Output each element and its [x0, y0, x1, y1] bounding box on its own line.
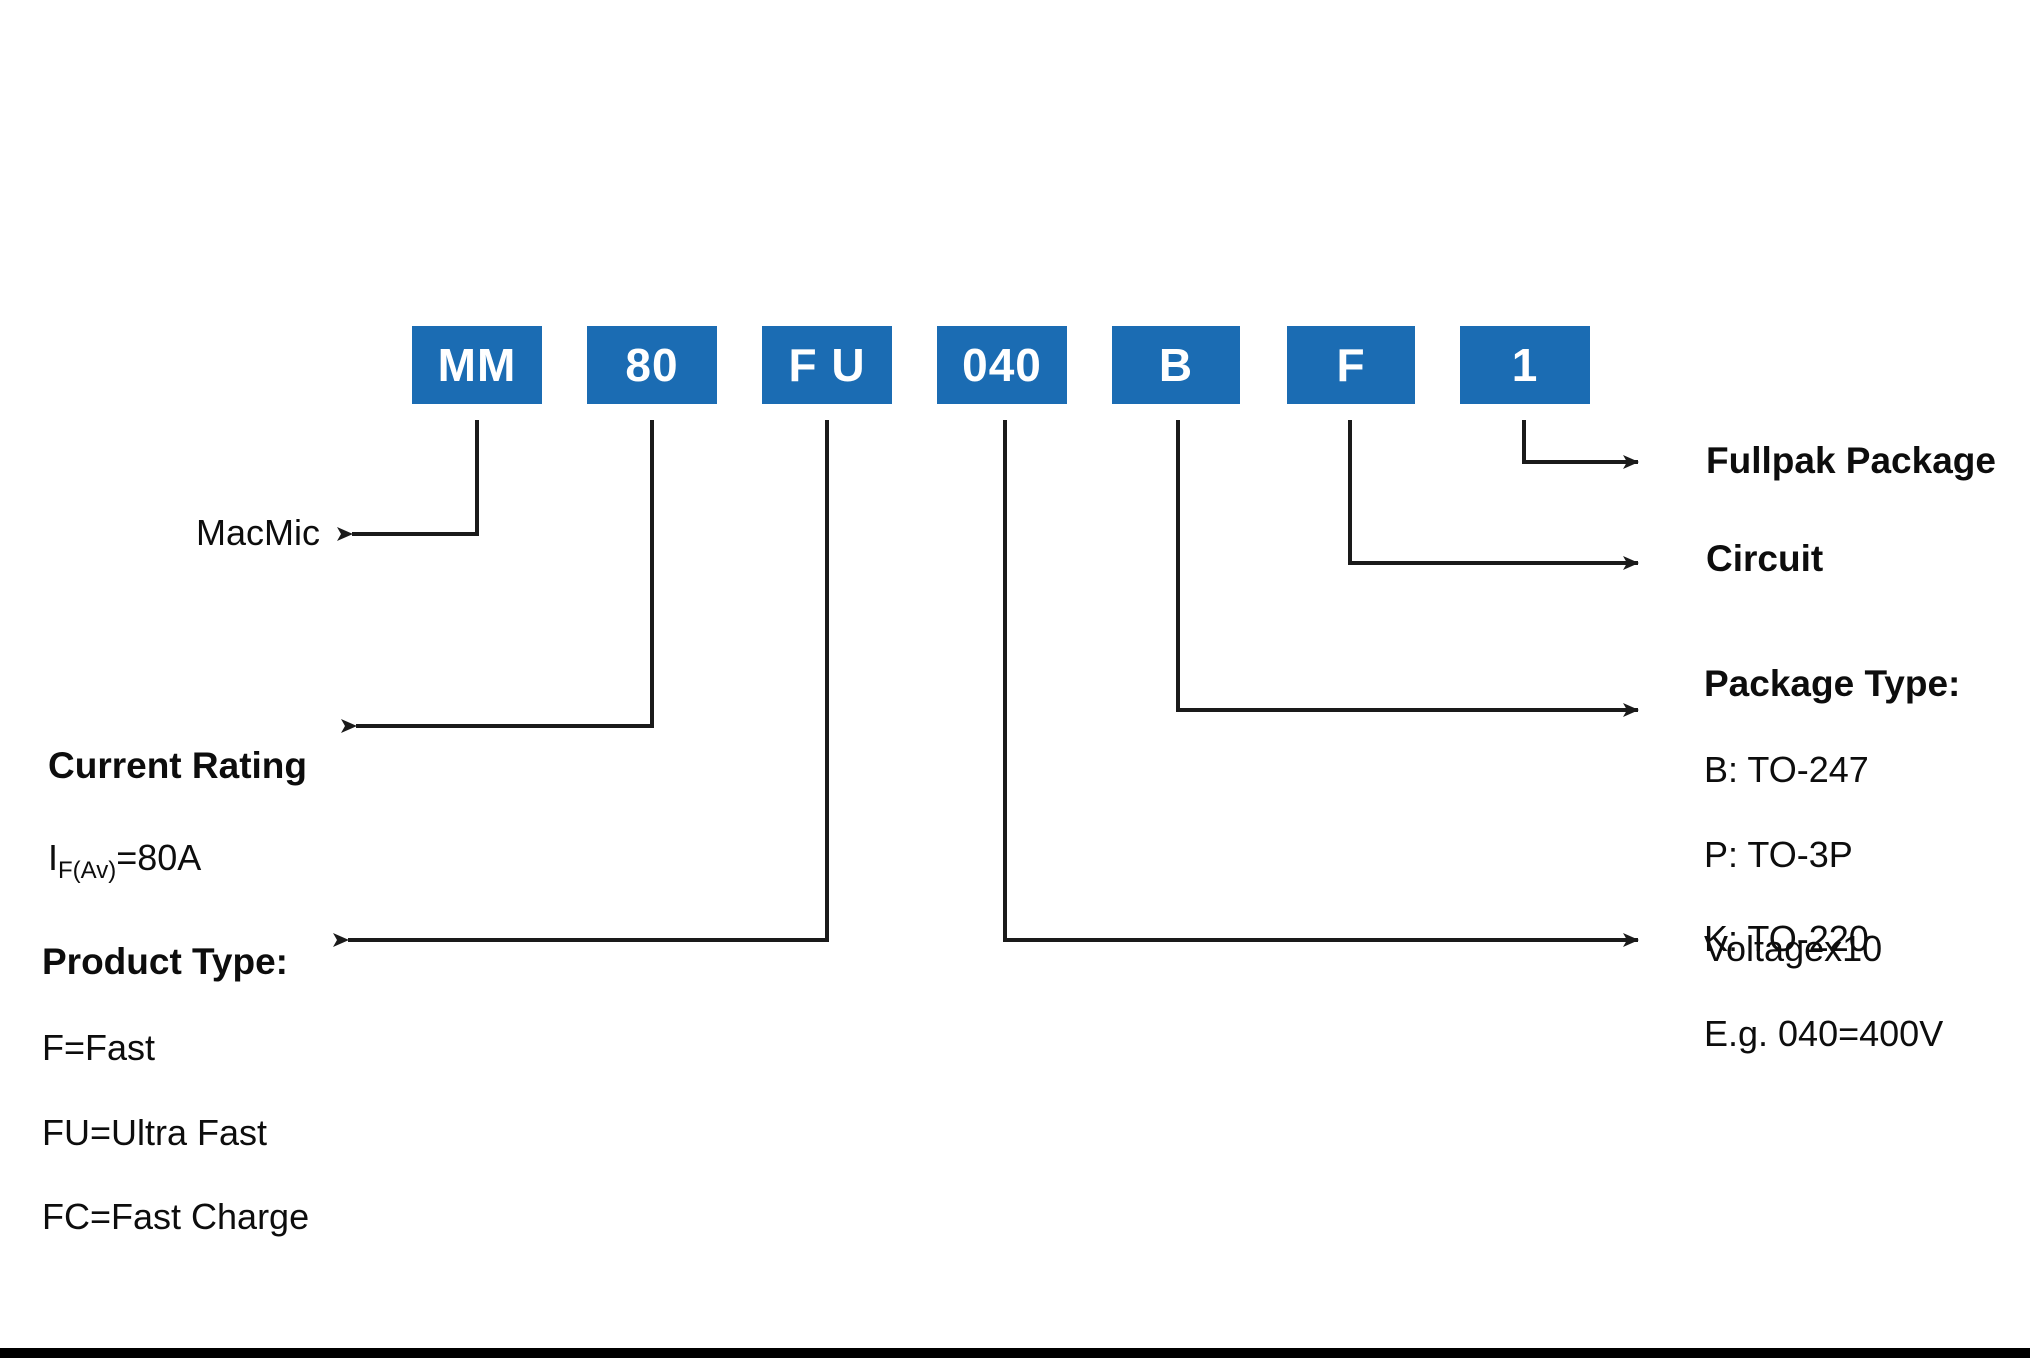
wire-macmic [337, 420, 479, 541]
callout-voltage-line-2: E.g. 040=400V [1704, 1013, 1944, 1055]
callout-package-type-line-1: B: TO-247 [1704, 748, 1869, 790]
code-box-current-rating[interactable]: 80 [587, 326, 717, 404]
bottom-edge-bar [0, 1348, 2030, 1358]
callout-product-type-line-2: FU=Ultra Fast [42, 1111, 268, 1153]
current-rating-value: =80A [116, 836, 202, 878]
callout-circuit: Circuit [1706, 538, 1824, 579]
wire-current-rating [341, 420, 654, 733]
code-box-circuit[interactable]: F [1287, 326, 1415, 404]
current-rating-subscript: F(Av) [58, 856, 117, 884]
code-box-package-type[interactable]: B [1112, 326, 1240, 404]
callout-package-type: Package Type: B: TO-247 P: TO-3P K: TO-2… [1704, 620, 1960, 1003]
callout-package-type-title: Package Type: [1704, 663, 1961, 705]
wire-circuit [1348, 420, 1639, 570]
callout-package-type-line-3: K: TO-220 [1704, 918, 1869, 960]
code-box-fullpak[interactable]: 1 [1460, 326, 1590, 404]
callout-fullpak-package: Fullpak Package [1706, 440, 1996, 481]
callout-package-type-line-2: P: TO-3P [1704, 833, 1853, 875]
callout-current-rating-title: Current Rating [48, 745, 307, 787]
callout-current-rating: Current Rating IF(Av)=80A [48, 702, 307, 928]
wire-package-type [1176, 420, 1639, 717]
callout-macmic: MacMic [196, 512, 320, 553]
code-box-voltage[interactable]: 040 [937, 326, 1067, 404]
callout-product-type-title: Product Type: [42, 941, 288, 983]
callout-voltage: Voltagex10 E.g. 040=400V [1704, 886, 1943, 1098]
current-rating-symbol: I [48, 836, 59, 878]
wire-fullpak-package [1522, 420, 1639, 469]
callout-voltage-line-1: Voltagex10 [1704, 928, 1883, 970]
code-box-prefix[interactable]: MM [412, 326, 542, 404]
wire-voltage [1003, 420, 1639, 947]
callout-product-type-line-1: F=Fast [42, 1026, 156, 1068]
callout-product-type-line-3: FC=Fast Charge [42, 1196, 310, 1238]
wire-product-type [333, 420, 829, 947]
code-box-product-type[interactable]: F U [762, 326, 892, 404]
callout-current-rating-detail: IF(Av)=80A [48, 837, 307, 886]
callout-product-type: Product Type: F=Fast FU=Ultra Fast FC=Fa… [42, 898, 309, 1281]
